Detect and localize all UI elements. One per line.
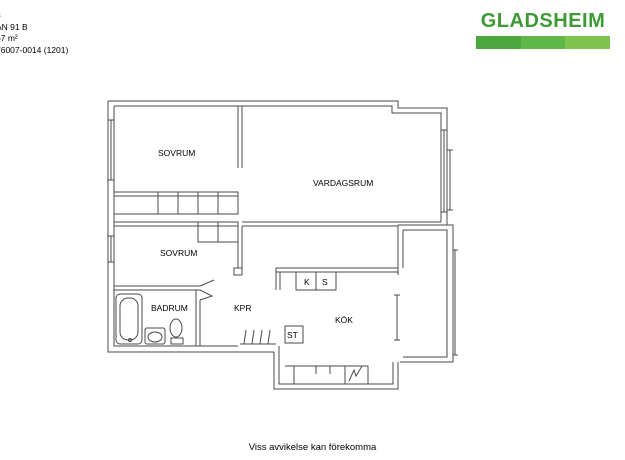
property-info: 3 AN 91 B 67 m² 76007-0014 (1201) — [0, 10, 68, 56]
logo-bar-1 — [476, 36, 521, 49]
wardrobes — [113, 191, 239, 243]
info-line-3: 67 m² — [0, 33, 18, 43]
room-kpr: KPR — [234, 303, 251, 313]
disclaimer-text: Viss avvikelse kan förekomma — [248, 442, 377, 453]
kitchen-fixtures — [284, 271, 369, 384]
room-sovrum-1: SOVRUM — [158, 148, 195, 158]
outer-walls — [107, 100, 454, 390]
room-sovrum-2: SOVRUM — [160, 248, 197, 258]
info-line-1: 3 — [0, 10, 68, 22]
room-badrum: BADRUM — [151, 303, 188, 313]
info-line-2: AN 91 B — [0, 21, 28, 32]
hall-rack — [240, 329, 276, 345]
logo-bars — [476, 36, 611, 49]
logo-text: GLADSHEIM — [480, 10, 606, 32]
logo-bar-3 — [565, 36, 611, 49]
label-s: S — [322, 277, 328, 287]
room-kok: KÖK — [335, 315, 353, 325]
room-vardagsrum: VARDAGSRUM — [313, 178, 373, 188]
label-k: K — [304, 277, 310, 287]
gladsheim-logo: GLADSHEIM — [476, 10, 611, 49]
bathroom-fixtures — [115, 293, 184, 345]
logo-bar-2 — [520, 36, 566, 49]
info-line-4: 76007-0014 (1201) — [0, 44, 69, 55]
interior-walls — [114, 106, 441, 346]
windows — [108, 119, 458, 356]
stove-symbol — [348, 365, 363, 382]
label-st: ST — [287, 330, 298, 340]
